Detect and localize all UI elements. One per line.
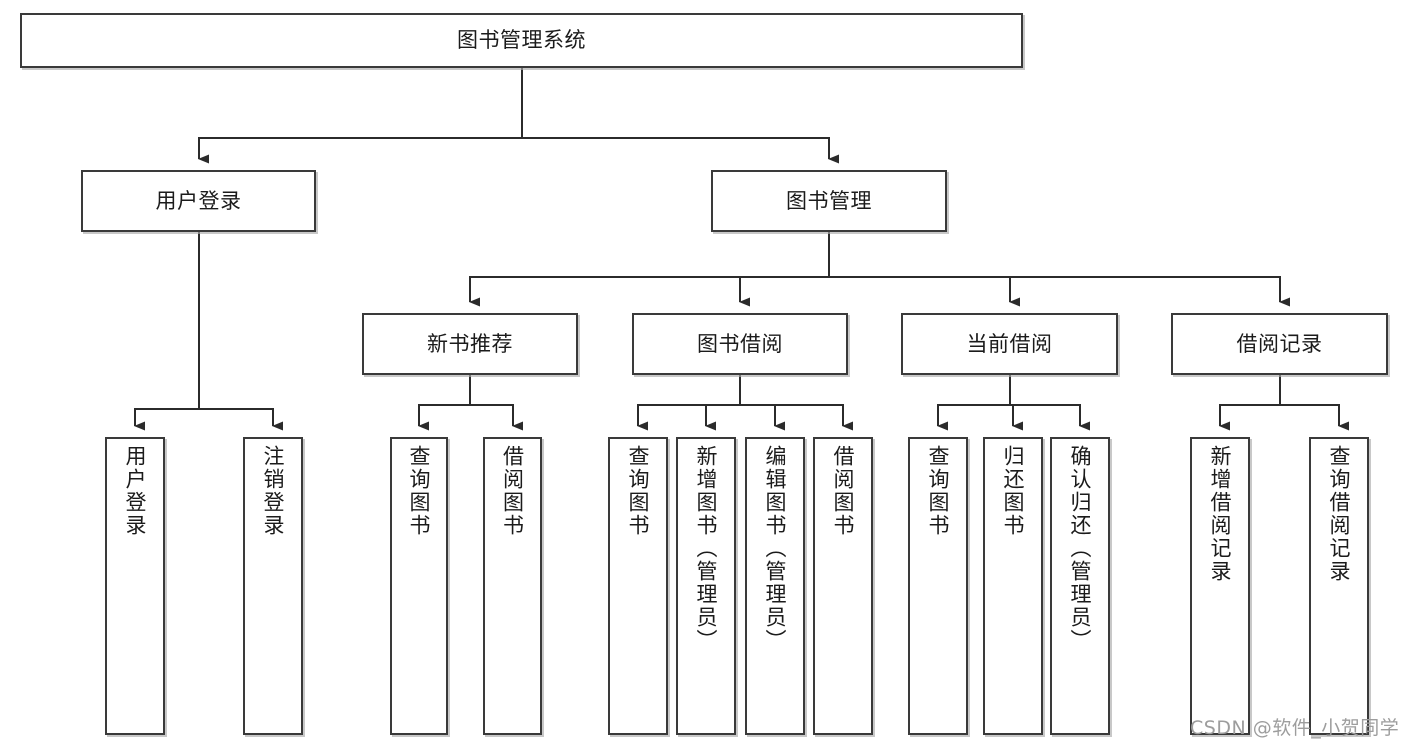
node-leaf-new-borrow[interactable]: 借阅图书 <box>483 437 542 735</box>
node-root[interactable]: 图书管理系统 <box>20 13 1023 68</box>
node-label: 确认归还（管理员） <box>1068 445 1093 652</box>
node-label: 新增借阅记录 <box>1208 445 1233 583</box>
edge-records-to-leaf-rec-query <box>1279 375 1349 431</box>
edge-newbook-to-leaf-new-borrow <box>469 375 523 431</box>
node-label: 借阅图书 <box>500 445 525 537</box>
node-leaf-user-login[interactable]: 用户登录 <box>105 437 165 735</box>
node-label: 新增图书（管理员） <box>694 445 719 652</box>
node-leaf-bor-query[interactable]: 查询图书 <box>608 437 668 735</box>
node-label: 借阅图书 <box>831 445 856 537</box>
node-label: 查询图书 <box>626 445 651 537</box>
node-label: 用户登录 <box>155 188 242 213</box>
node-leaf-cur-confirm[interactable]: 确认归还（管理员） <box>1050 437 1110 735</box>
node-leaf-new-query[interactable]: 查询图书 <box>390 437 448 735</box>
node-label: 查询图书 <box>407 445 432 537</box>
node-newbook[interactable]: 新书推荐 <box>362 313 578 375</box>
node-leaf-bor-add[interactable]: 新增图书（管理员） <box>676 437 736 735</box>
node-label: 用户登录 <box>123 445 148 537</box>
node-leaf-bor-edit[interactable]: 编辑图书（管理员） <box>745 437 805 735</box>
node-leaf-rec-query[interactable]: 查询借阅记录 <box>1309 437 1369 735</box>
node-label: 注销登录 <box>261 445 286 537</box>
node-label: 图书管理 <box>786 188 872 213</box>
node-login[interactable]: 用户登录 <box>81 170 316 232</box>
edge-borrow-to-leaf-bor-edit <box>739 375 785 431</box>
edge-newbook-to-leaf-new-query <box>418 375 471 431</box>
edge-root-to-bookmgmt <box>521 68 839 164</box>
node-label: 当前借阅 <box>966 331 1053 356</box>
edge-bookmgmt-to-current <box>828 232 1020 307</box>
edge-bookmgmt-to-newbook <box>469 232 830 307</box>
edge-login-to-leaf-user-logout <box>198 232 283 431</box>
node-label: 图书管理系统 <box>457 28 586 53</box>
node-label: 归还图书 <box>1001 445 1026 537</box>
node-borrow[interactable]: 图书借阅 <box>632 313 848 375</box>
node-label: 编辑图书（管理员） <box>763 445 788 652</box>
watermark-label: CSDN @软件_小贺同学 <box>1190 717 1400 739</box>
edge-current-to-leaf-cur-confirm <box>1009 375 1090 431</box>
node-label: 图书借阅 <box>697 331 783 356</box>
edge-bookmgmt-to-records <box>828 232 1290 307</box>
node-leaf-cur-query[interactable]: 查询图书 <box>908 437 968 735</box>
node-bookmgmt[interactable]: 图书管理 <box>711 170 947 232</box>
edge-root-to-login <box>198 68 523 164</box>
edge-borrow-to-leaf-bor-query <box>637 375 741 431</box>
node-leaf-bor-borrow[interactable]: 借阅图书 <box>813 437 873 735</box>
node-label: 查询借阅记录 <box>1327 445 1352 583</box>
node-current[interactable]: 当前借阅 <box>901 313 1118 375</box>
edge-current-to-leaf-cur-query <box>937 375 1011 431</box>
node-leaf-rec-add[interactable]: 新增借阅记录 <box>1190 437 1250 735</box>
edge-bookmgmt-to-borrow <box>739 232 830 307</box>
edge-current-to-leaf-cur-return <box>1009 375 1023 431</box>
edge-records-to-leaf-rec-add <box>1219 375 1281 431</box>
node-label: 新书推荐 <box>427 331 513 356</box>
node-records[interactable]: 借阅记录 <box>1171 313 1388 375</box>
node-label: 查询图书 <box>926 445 951 537</box>
edge-borrow-to-leaf-bor-add <box>705 375 741 431</box>
node-label: 借阅记录 <box>1236 331 1323 356</box>
edge-login-to-leaf-user-login <box>134 232 200 431</box>
node-leaf-cur-return[interactable]: 归还图书 <box>983 437 1043 735</box>
node-leaf-user-logout[interactable]: 注销登录 <box>243 437 303 735</box>
edge-borrow-to-leaf-bor-borrow <box>739 375 853 431</box>
